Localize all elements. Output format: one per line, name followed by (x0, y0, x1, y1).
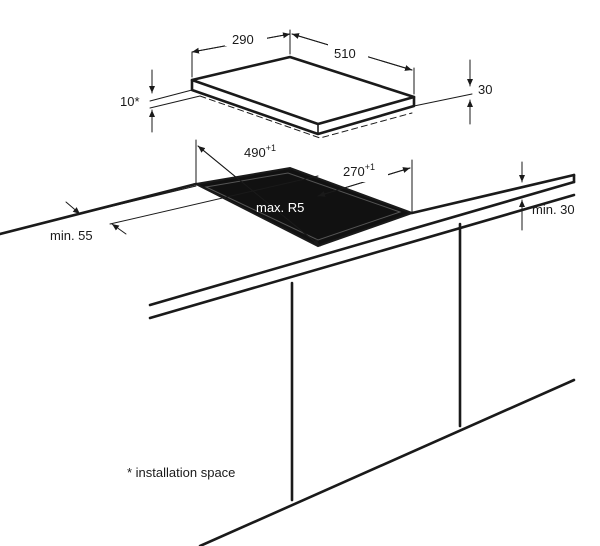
dim-hob-depth: 290 (191, 29, 291, 78)
worktop-back-edge-right (410, 173, 576, 215)
hob-base-outline (199, 95, 413, 139)
hob-ref-line-left (149, 89, 193, 102)
worktop-front-edge (148, 180, 576, 307)
dim-front-margin: min. 55 (50, 175, 319, 243)
dim-hob-height: 30 (467, 59, 492, 125)
dim-hob-underside-label: 10* (120, 94, 140, 109)
cabinet-floor-line (198, 378, 576, 546)
cutout (192, 139, 415, 248)
cabinet (198, 222, 576, 546)
dim-hob-width: 510 (291, 33, 415, 95)
footnote-text: * installation space (127, 465, 235, 480)
dim-hob-width-label: 510 (334, 46, 356, 61)
dim-cutout-width: 490+1 (197, 140, 321, 247)
hob-top-surface (190, 55, 416, 126)
cutout-inner-light (204, 172, 402, 241)
dim-front-margin-label: min. 55 (50, 228, 93, 243)
dim-hob-height-label: 30 (478, 82, 492, 97)
dim-hob-depth-label: 290 (232, 32, 254, 47)
dim-cutout-depth-label: 270+1 (343, 162, 375, 179)
dim-worktop-thickness-label: min. 30 (532, 202, 575, 217)
worktop (0, 173, 576, 320)
worktop-back-edge (0, 182, 198, 236)
dim-cutout-depth: 270+1 (317, 160, 411, 197)
dim-worktop-thickness: min. 30 (519, 161, 575, 231)
dim-cutout-width-label: 490+1 (244, 143, 276, 160)
hob-unit (149, 55, 473, 139)
dim-hob-underside: 10* (120, 69, 201, 133)
worktop-front-lower-edge (148, 193, 576, 320)
hob-ref-line-right (413, 93, 473, 107)
corner-radius-label: max. R5 (256, 200, 304, 215)
